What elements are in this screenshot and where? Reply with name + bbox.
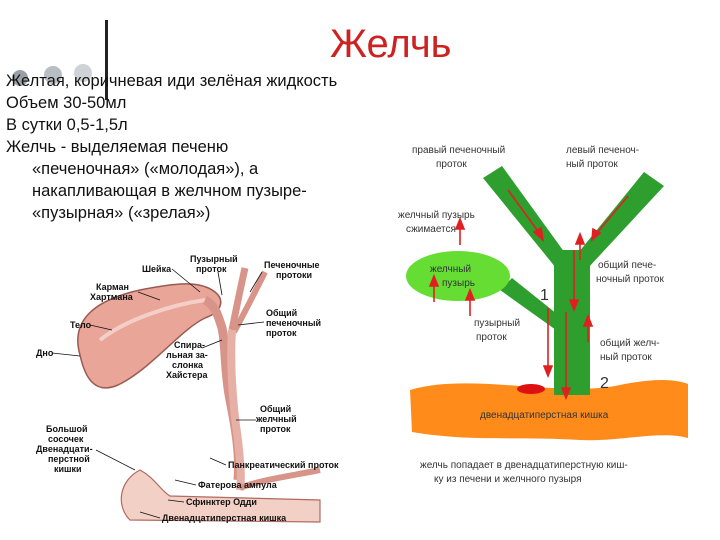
marker-one: 1 <box>540 287 549 304</box>
label-gallbladder-contracts: сжимается <box>406 224 456 235</box>
marker-two: 2 <box>600 375 609 392</box>
label-cystic-duct: пузырный <box>474 318 520 329</box>
caption-line: ку из печени и желчного пузыря <box>434 474 582 485</box>
gallbladder-oval <box>406 251 510 301</box>
label-right-hepatic-duct: проток <box>436 159 467 170</box>
label-gallbladder-contracts: желчный пузырь <box>398 210 475 221</box>
label-common-hepatic-duct: ночный проток <box>596 274 664 285</box>
label-gallbladder: желчный <box>430 264 471 275</box>
label-common-bile-duct: общий желч- <box>600 337 660 349</box>
label-cystic-duct: проток <box>476 332 507 343</box>
label-common-bile-duct: ный проток <box>600 352 652 363</box>
caption-line: желчь попадает в двенадцатиперстную киш- <box>420 460 628 471</box>
label-duodenum: двенадцатиперстная кишка <box>480 410 609 421</box>
papilla-marker <box>517 384 545 394</box>
label-left-hepatic-duct: левый печеноч- <box>566 145 639 156</box>
label-left-hepatic-duct: ный проток <box>566 159 618 170</box>
label-gallbladder: пузырь <box>442 278 475 289</box>
label-common-hepatic-duct: общий пече- <box>598 259 656 271</box>
label-right-hepatic-duct: правый печеночный <box>412 145 505 156</box>
